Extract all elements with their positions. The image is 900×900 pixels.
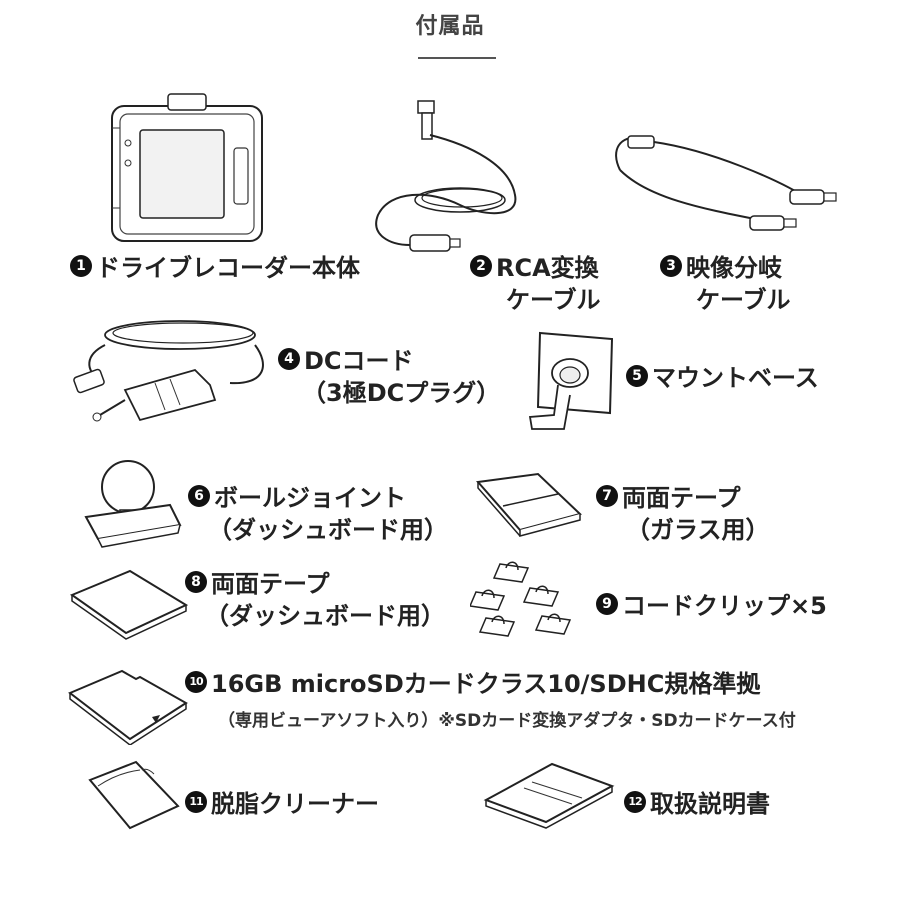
item-2-name-line2: ケーブル <box>506 286 601 314</box>
title-underline <box>418 57 496 59</box>
cleaner-illustration <box>84 758 184 833</box>
mount-base-illustration <box>520 325 620 440</box>
item-3-number: 3 <box>660 255 682 277</box>
item-11-number: 11 <box>185 791 207 813</box>
item-9-name: コードクリップ×5 <box>622 592 827 620</box>
item-1-number: 1 <box>70 255 92 277</box>
dashboard-tape-illustration <box>66 565 191 640</box>
rca-cable-illustration <box>370 95 550 270</box>
item-2-number: 2 <box>470 255 492 277</box>
item-7-name-line2: （ガラス用） <box>626 516 770 544</box>
item-2-name: RCA変換 <box>496 254 599 282</box>
item-1-name: ドライブレコーダー本体 <box>96 254 360 282</box>
split-cable-illustration <box>610 130 850 245</box>
glass-tape-illustration <box>468 470 588 540</box>
page-title: 付属品 <box>415 14 485 39</box>
item-5-name: マウントベース <box>652 364 819 392</box>
item-6-number: 6 <box>188 485 210 507</box>
item-10-name: 16GB microSDカードクラス10/SDHC規格準拠 <box>211 670 761 698</box>
item-8-number: 8 <box>185 571 207 593</box>
item-5-number: 5 <box>626 365 648 387</box>
item-4-name-line2: （3極DCプラグ） <box>302 379 501 407</box>
item-6-name-line2: （ダッシュボード用） <box>208 516 448 544</box>
item-7-name: 両面テープ <box>622 484 741 512</box>
item-6-name: ボールジョイント <box>214 484 406 512</box>
manual-illustration <box>482 760 617 830</box>
item-8-name-line2: （ダッシュボード用） <box>205 602 445 630</box>
item-7-number: 7 <box>596 485 618 507</box>
item-10-number: 10 <box>185 671 207 693</box>
item-11-name: 脱脂クリーナー <box>211 790 379 818</box>
ball-joint-illustration <box>78 455 188 550</box>
item-4-name: DCコード <box>304 347 414 375</box>
drive-recorder-illustration <box>106 88 271 248</box>
item-12-number: 12 <box>624 791 646 813</box>
item-3-name-line2: ケーブル <box>696 286 791 314</box>
item-4-number: 4 <box>278 348 300 370</box>
item-8-name: 両面テープ <box>211 570 330 598</box>
item-9-number: 9 <box>596 593 618 615</box>
item-10-note: （専用ビューアソフト入り）※SDカード変換アダプタ・SDカードケース付 <box>218 711 796 731</box>
microsd-card-illustration <box>66 665 191 745</box>
cord-clips-illustration <box>470 560 590 645</box>
item-12-name: 取扱説明書 <box>650 790 770 818</box>
item-3-name: 映像分岐 <box>686 254 782 282</box>
dc-cord-illustration <box>65 305 275 435</box>
